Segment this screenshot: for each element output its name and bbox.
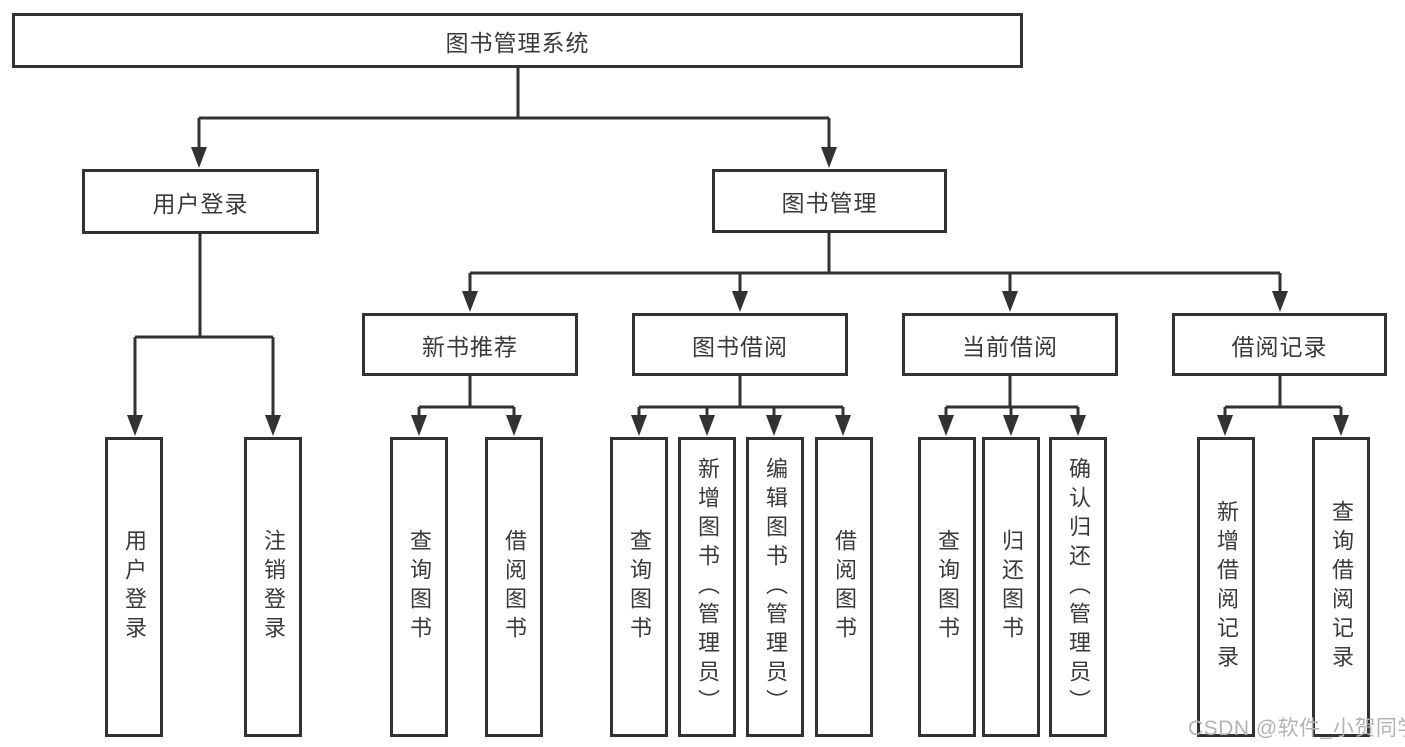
leaf-recommend-query-books: 查询图书 (390, 437, 448, 737)
leaf-current-return-books-label: 归还图书 (999, 529, 1024, 645)
leaf-current-query-books: 查询图书 (918, 437, 976, 737)
arrowhead (821, 147, 837, 168)
leaf-recommend-borrow-books-label: 借阅图书 (502, 529, 527, 645)
arrowhead (1070, 415, 1086, 436)
arrowhead (265, 415, 281, 436)
leaf-records-add-record: 新增借阅记录 (1197, 437, 1255, 737)
arrowhead (1003, 415, 1019, 436)
leaf-borrow-borrow-books: 借阅图书 (815, 437, 873, 737)
connector-login-to-leaves (127, 234, 281, 436)
leaf-user-login: 用户登录 (105, 437, 163, 737)
leaf-logout: 注销登录 (244, 437, 302, 737)
arrowhead (127, 415, 143, 436)
leaf-records-query-record-label: 查询借阅记录 (1329, 500, 1354, 674)
node-new-book-recommend-label: 新书推荐 (422, 333, 518, 360)
arrowhead (938, 415, 954, 436)
node-new-book-recommend: 新书推荐 (362, 313, 578, 376)
node-user-login-label: 用户登录 (152, 190, 249, 217)
arrowhead (506, 415, 522, 436)
arrowhead (766, 415, 782, 436)
node-borrow-records: 借阅记录 (1172, 313, 1387, 376)
connector-mgmt-to-groups (462, 233, 1288, 312)
leaf-borrow-borrow-books-label: 借阅图书 (832, 529, 857, 645)
leaf-borrow-edit-books-admin: 编辑图书（管理员） (746, 437, 804, 737)
arrowhead (631, 415, 647, 436)
leaf-borrow-add-books-admin-label: 新增图书（管理员） (695, 456, 720, 718)
arrowhead (1272, 291, 1288, 312)
leaf-records-add-record-label: 新增借阅记录 (1214, 500, 1239, 674)
leaf-borrow-query-books: 查询图书 (610, 437, 668, 737)
leaf-borrow-query-books-label: 查询图书 (627, 529, 652, 645)
node-book-borrow-label: 图书借阅 (692, 333, 788, 360)
node-current-borrow-label: 当前借阅 (962, 333, 1058, 360)
node-borrow-records-label: 借阅记录 (1231, 333, 1328, 360)
leaf-current-confirm-return-admin: 确认归还（管理员） (1049, 437, 1107, 737)
arrowhead (699, 415, 715, 436)
leaf-logout-label: 注销登录 (261, 529, 286, 645)
arrowhead (411, 415, 427, 436)
connector-root-to-level2 (191, 68, 837, 168)
leaf-borrow-add-books-admin: 新增图书（管理员） (678, 437, 736, 737)
arrowhead (1002, 291, 1018, 312)
arrowhead (1333, 415, 1349, 436)
leaf-recommend-query-books-label: 查询图书 (407, 529, 432, 645)
node-root: 图书管理系统 (12, 13, 1023, 68)
leaf-current-query-books-label: 查询图书 (935, 529, 960, 645)
arrowhead (1217, 415, 1233, 436)
arrowhead (732, 291, 748, 312)
leaf-records-query-record: 查询借阅记录 (1312, 437, 1370, 737)
leaf-current-return-books: 归还图书 (982, 437, 1040, 737)
node-book-management-label: 图书管理 (781, 190, 878, 216)
leaf-current-confirm-return-admin-label: 确认归还（管理员） (1066, 456, 1091, 718)
leaf-borrow-edit-books-admin-label: 编辑图书（管理员） (763, 456, 788, 718)
connector-records-to-leaves (1217, 376, 1349, 436)
node-root-label: 图书管理系统 (445, 29, 590, 56)
arrowhead (835, 415, 851, 436)
node-current-borrow: 当前借阅 (902, 313, 1118, 376)
connector-current-to-leaves (938, 376, 1086, 436)
leaf-user-login-label: 用户登录 (122, 529, 147, 645)
arrowhead (462, 291, 478, 312)
node-book-borrow: 图书借阅 (632, 313, 848, 376)
connector-recommend-to-leaves (411, 376, 522, 436)
arrowhead (191, 147, 207, 168)
connector-borrow-to-leaves (631, 376, 851, 436)
csdn-watermark: CSDN @软件_小贺同学 (1188, 717, 1405, 740)
node-book-management: 图书管理 (712, 169, 947, 233)
node-user-login: 用户登录 (82, 169, 319, 234)
leaf-recommend-borrow-books: 借阅图书 (485, 437, 543, 737)
